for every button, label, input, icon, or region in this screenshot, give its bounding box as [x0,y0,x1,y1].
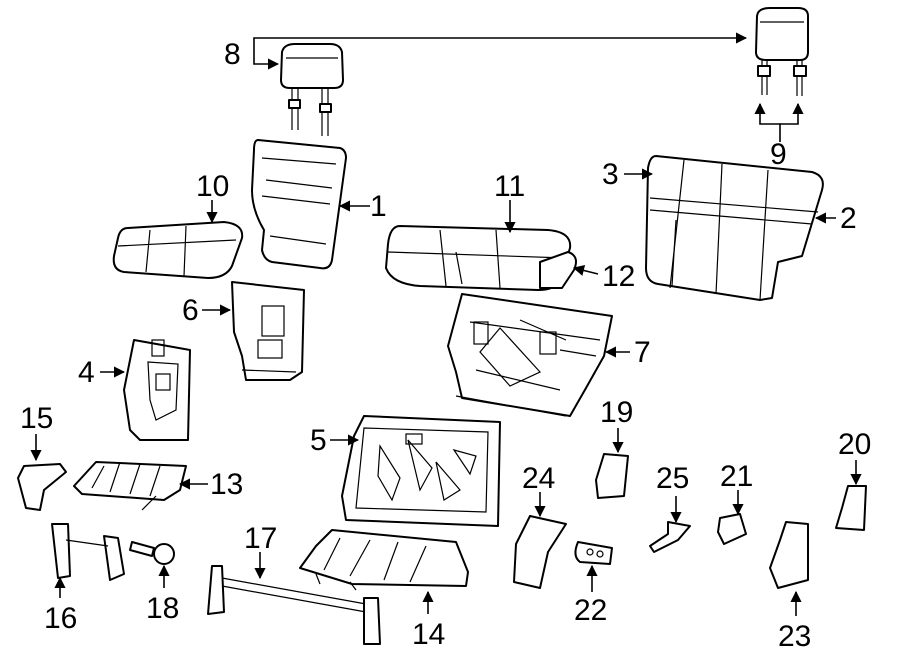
seat-back-frame-large [447,293,613,417]
center-seat-back-frame [341,415,501,527]
callout-1: 1 [370,190,387,223]
headrest-right [755,7,809,96]
callout-11: 11 [494,170,525,203]
callout-14: 14 [412,618,445,651]
callout-15: 15 [20,402,53,435]
callout-19: 19 [600,396,633,429]
callout-8: 8 [224,38,241,71]
callout-17: 17 [244,522,277,555]
callout-24: 24 [522,462,555,495]
seat-cushion-left [112,221,244,279]
callout-20: 20 [838,428,871,461]
bracket-25 [649,521,691,553]
callout-22: 22 [574,594,607,627]
seat-cushion-center [385,225,572,291]
seat-back-frame-left [123,339,191,441]
switch-22 [574,541,613,565]
callout-13: 13 [210,468,243,501]
callout-12: 12 [602,260,635,293]
trim-23 [769,521,809,589]
callout-25: 25 [656,462,689,495]
knob-21 [717,513,747,545]
callout-21: 21 [720,460,753,493]
seat-back-left [251,139,347,270]
cushion-frame-left [73,461,187,511]
bracket-left-upper [17,463,67,511]
callout-7: 7 [634,336,651,369]
cover-19 [595,453,629,499]
callout-18: 18 [146,592,179,625]
callout-6: 6 [182,294,199,327]
seat-back-frame-small [231,281,305,381]
cushion-side-trim [539,251,577,289]
cover-20 [835,485,867,531]
callout-16: 16 [44,602,77,635]
bolt [129,541,175,565]
callout-5: 5 [310,424,327,457]
leader-lines [30,32,862,616]
callout-4: 4 [78,356,95,389]
callout-2: 2 [840,202,857,235]
headrest-left [280,43,344,136]
callout-23: 23 [778,620,811,653]
seat-back-right [645,155,824,301]
trim-24 [513,515,567,589]
cushion-frame-center [299,529,469,591]
callout-labels: 1 2 3 4 5 6 7 8 9 10 11 12 13 14 15 16 1… [20,38,871,653]
callout-9: 9 [770,138,787,171]
hinge-bracket [51,523,125,581]
support-rod [207,565,381,645]
callout-3: 3 [602,158,619,191]
callout-10: 10 [196,170,229,203]
